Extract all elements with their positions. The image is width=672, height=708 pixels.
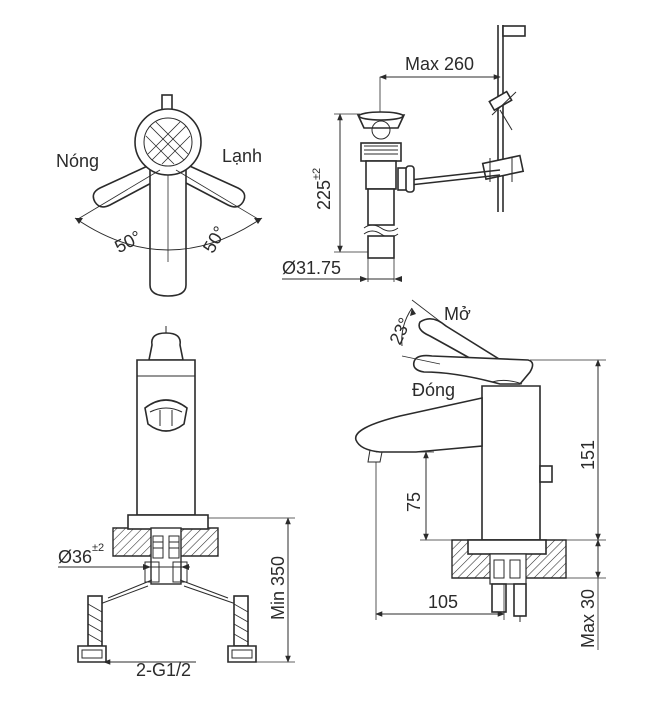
side-spout [355, 397, 483, 453]
angle-23-label: 23° [385, 315, 415, 348]
right-hose-connector [227, 595, 257, 663]
angle-right-label: 50° [199, 223, 230, 257]
top-view-crosshatch [145, 121, 191, 165]
height-225-label: 225 [314, 180, 334, 210]
front-handle-cap [148, 332, 184, 361]
height-225-tolerance: ±2 [311, 168, 323, 180]
angle-left-label: 50° [111, 227, 144, 257]
open-label: Mở [444, 304, 471, 324]
height-151-label: 151 [578, 440, 598, 470]
front-body [136, 359, 196, 516]
drain-view: Max 260 [282, 25, 526, 282]
top-view: Nóng Lạnh 50° 50° [56, 94, 263, 297]
close-label: Đóng [412, 380, 455, 400]
hot-label: Nóng [56, 151, 99, 171]
front-view: Ø36 ±2 Min 350 2-G1/2 [58, 326, 295, 680]
diameter-label: Ø31.75 [282, 258, 341, 278]
front-outlet [144, 399, 188, 432]
reach-105-label: 105 [428, 592, 458, 612]
side-body [481, 385, 541, 541]
max-260-label: Max 260 [405, 54, 474, 74]
top-view-body [134, 108, 202, 176]
side-view: 23° Mở Đóng 151 75 105 Max 30 [355, 299, 606, 650]
height-75-label: 75 [404, 492, 424, 512]
min-350-label: Min 350 [268, 556, 288, 620]
hole-diameter-tolerance: ±2 [92, 542, 104, 554]
max-30-label: Max 30 [578, 589, 598, 648]
cold-label: Lạnh [222, 146, 262, 166]
handle-closed-position [412, 354, 534, 385]
thread-label: 2-G1/2 [136, 660, 191, 680]
left-hose-connector [77, 595, 107, 663]
hole-diameter-label: Ø36 [58, 547, 92, 567]
